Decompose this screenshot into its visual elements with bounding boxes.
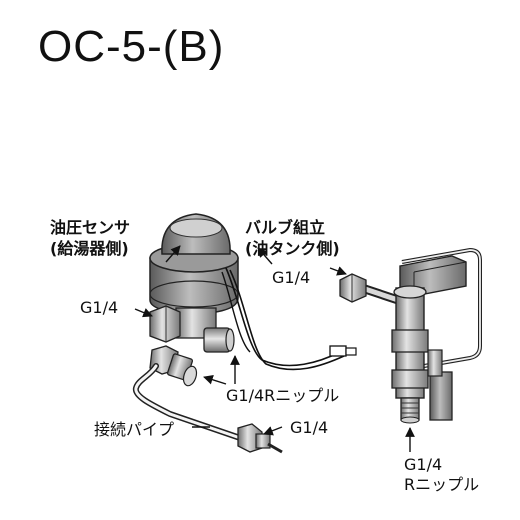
label-r-nipple-bottom: Rニップル: [404, 475, 480, 494]
label-g14-bottom: G1/4: [404, 455, 443, 474]
label-valve-assembly: バルブ組立: [245, 218, 326, 237]
label-g14-top-right: G1/4: [272, 268, 311, 287]
label-g14r-nipple: G1/4Rニップル: [226, 386, 340, 405]
label-connection-pipe: 接続パイプ: [94, 420, 175, 439]
leader-valve-assembly: [257, 247, 273, 265]
connection-pipe: [132, 345, 283, 454]
leader-sensor: [165, 245, 181, 263]
label-g14-pipe-end: G1/4: [290, 418, 329, 437]
leader-g14-pipe-end: [263, 426, 283, 436]
leader-g14-top-right: [329, 266, 347, 276]
leader-lines: [134, 245, 415, 452]
label-valve-assembly-note: (油タンク側): [245, 239, 340, 258]
valve-assembly: [339, 247, 482, 424]
oil-pressure-sensor: [149, 213, 357, 371]
label-g14-left: G1/4: [80, 298, 119, 317]
leader-g14-left: [134, 308, 153, 318]
model-title: OC-5-(B): [38, 22, 225, 71]
leader-nipple-pipe: [203, 375, 227, 385]
label-oil-pressure-sensor-note: (給湯器側): [50, 239, 129, 258]
label-oil-pressure-sensor: 油圧センサ: [50, 218, 131, 237]
